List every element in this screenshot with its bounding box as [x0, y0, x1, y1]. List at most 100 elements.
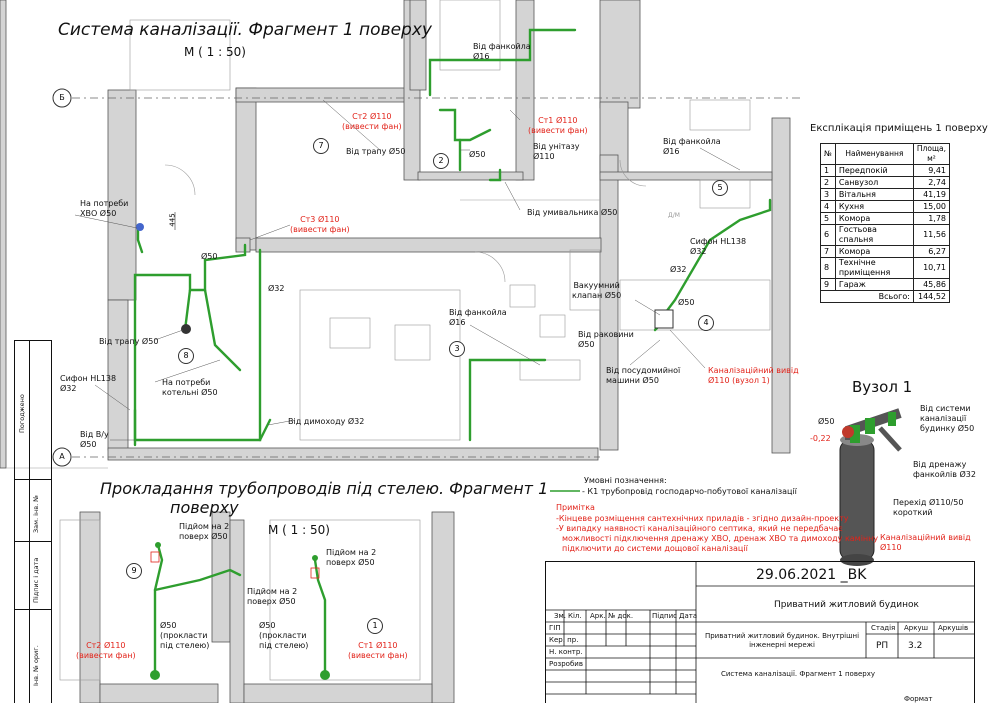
cell-no: 3 [820, 188, 836, 201]
label-ceiling-d50-left: Ø50 (прокласти під стелею) [160, 621, 210, 650]
label-vacuum-valve: Вакуумний клапан Ø50 [572, 281, 622, 300]
label-boiler: На потреби котельні Ø50 [162, 378, 218, 397]
label-dishwasher: Від посудомийної машини Ø50 [606, 366, 681, 385]
cell-name: Кухня [834, 200, 914, 213]
stamp-sheet-title: Система каналізації. Фрагмент 1 поверху [721, 670, 875, 678]
label-cm1: Ст1 Ø110 (вивести фан) [528, 116, 588, 135]
label-d50-c: Ø50 [678, 298, 695, 307]
room-number: 8 [178, 348, 194, 364]
col-area: Площа, м² [912, 143, 951, 165]
node-label-transition: Перехід Ø110/50 короткий [893, 498, 964, 517]
label-hvo: На потреби ХВО Ø50 [80, 199, 129, 218]
total-value: 144,52 [912, 290, 951, 303]
stamp-role-control: Н. контр. [549, 648, 583, 656]
label-ceiling-cm2: Ст2 Ø110 (вивести фан) [76, 641, 136, 660]
label-ceiling-cm1: Ст1 Ø110 (вивести фан) [348, 641, 408, 660]
cell-no: 8 [820, 257, 836, 279]
node-label-drain: Від дренажу фанкойлів Ø32 [913, 460, 976, 479]
approval-sidebar: Погоджено Зам. інв. № Підпис і дата Інв.… [14, 340, 52, 703]
label-d50-a: Ø50 [201, 252, 218, 261]
stamp-date-code: 29.06.2021 _BK [756, 567, 867, 583]
cell-no: 4 [820, 200, 836, 213]
sidebar-inv-replace: Зам. інв. № [32, 495, 40, 533]
stamp-sheets-label: Аркушів [938, 624, 969, 632]
stamp-stage-label: Стадія [871, 624, 896, 632]
cell-area: 6,27 [912, 245, 951, 258]
label-chimney: Від димоходу Ø32 [288, 417, 365, 426]
axis-a-label: А [59, 452, 65, 461]
title-block-grid [546, 562, 974, 703]
cell-no: 1 [820, 164, 836, 177]
cell-area: 11,56 [912, 224, 951, 246]
node-label-outlet: Каналізаційний вивід Ø110 [880, 533, 971, 552]
legend-k1: - К1 трубопровід господарчо-побутової ка… [582, 487, 797, 496]
label-trap-8: Від трапу Ø50 [99, 337, 159, 346]
stamp-role-ker: Кер. пр. [549, 636, 579, 644]
label-wc: Від унітазу Ø110 [533, 142, 580, 161]
stamp-sheet: 3.2 [908, 641, 923, 651]
cell-area: 10,71 [912, 257, 951, 279]
label-trap-7: Від трапу Ø50 [346, 147, 406, 156]
sidebar-agreed: Погоджено [18, 394, 26, 433]
axis-b-label: Б [59, 93, 65, 102]
cell-no: 9 [820, 278, 836, 291]
stamp-role-developer: Розробив [549, 660, 583, 668]
cell-area: 1,78 [912, 212, 951, 225]
room-number: 4 [698, 315, 714, 331]
notes-line3: можливості підключення дренажу ХВО, дрен… [562, 534, 879, 543]
node-label-d50: Ø50 [818, 417, 835, 426]
label-siphon-hl138: Сифон HL138 Ø32 [690, 237, 747, 256]
node-label-minus: -0,22 [810, 434, 831, 443]
label-sink: Від раковини Ø50 [578, 330, 634, 349]
stamp-format: Формат [904, 695, 933, 703]
room-number: 1 [367, 618, 383, 634]
table-total-row: Всього:144,52 [820, 290, 951, 303]
table-header-row: № Найменування Площа, м² [820, 143, 951, 165]
sidebar-sign-date: Підпис і дата [32, 557, 40, 603]
label-outlet-main: Каналізаційний вивід Ø110 (вузол 1) [708, 366, 799, 385]
node-1-drawing [839, 408, 902, 566]
label-riser-9: Підйом на 2 поверх Ø50 [179, 522, 230, 541]
cell-name: Гараж [834, 278, 914, 291]
cell-no: 5 [820, 212, 836, 225]
label-ceiling-d50-right: Ø50 (прокласти під стелею) [259, 621, 309, 650]
title-block: 29.06.2021 _BK Приватний житловий будино… [545, 561, 975, 703]
cell-no: 7 [820, 245, 836, 258]
explication-title: Експлікація приміщень 1 поверху [810, 123, 988, 134]
room-number: 2 [433, 153, 449, 169]
ceiling-title-line1: Прокладання трубопроводів під стелею. Фр… [100, 479, 549, 498]
room-number: 3 [449, 341, 465, 357]
label-fancoil-right: Від фанкойла Ø16 [663, 137, 721, 156]
label-bv: Від В/у Ø50 [80, 430, 109, 449]
label-fancoil-mid: Від фанкойла Ø16 [449, 308, 507, 327]
cell-name: Комора [834, 212, 914, 225]
cell-name: Санвузол [834, 176, 914, 189]
stamp-object: Приватний житловий будинок. Внутрішні ін… [704, 632, 860, 649]
stamp-project: Приватний житловий будинок [774, 600, 919, 610]
notes-line2: -У випадку наявності каналізаційного сеп… [556, 524, 843, 533]
node-label-from-system: Від системи каналізації будинку Ø50 [920, 404, 975, 433]
label-d32-b: Ø32 [670, 265, 687, 274]
cell-area: 15,00 [912, 200, 951, 213]
stamp-col-sign: Підпис [652, 612, 678, 620]
stamp-sheet-label: Аркуш [904, 624, 929, 632]
stamp-col-kil: Кіл. [568, 612, 582, 620]
stamp-role-gip: ГІП [549, 624, 561, 632]
label-cm3: Ст3 Ø110 (вивести фан) [290, 215, 350, 234]
label-cm2: Ст2 Ø110 (вивести фан) [342, 112, 402, 131]
label-dim-445: 445 [168, 213, 177, 227]
ceiling-title-line2: поверху [170, 498, 239, 517]
cell-area: 45,86 [912, 278, 951, 291]
stamp-col-date: Дата [679, 612, 698, 620]
cell-area: 9,41 [912, 164, 951, 177]
cell-name: Передпокій [834, 164, 914, 177]
main-title: Система каналізації. Фрагмент 1 поверху [58, 20, 432, 40]
cell-name: Технічне приміщення [834, 257, 914, 279]
